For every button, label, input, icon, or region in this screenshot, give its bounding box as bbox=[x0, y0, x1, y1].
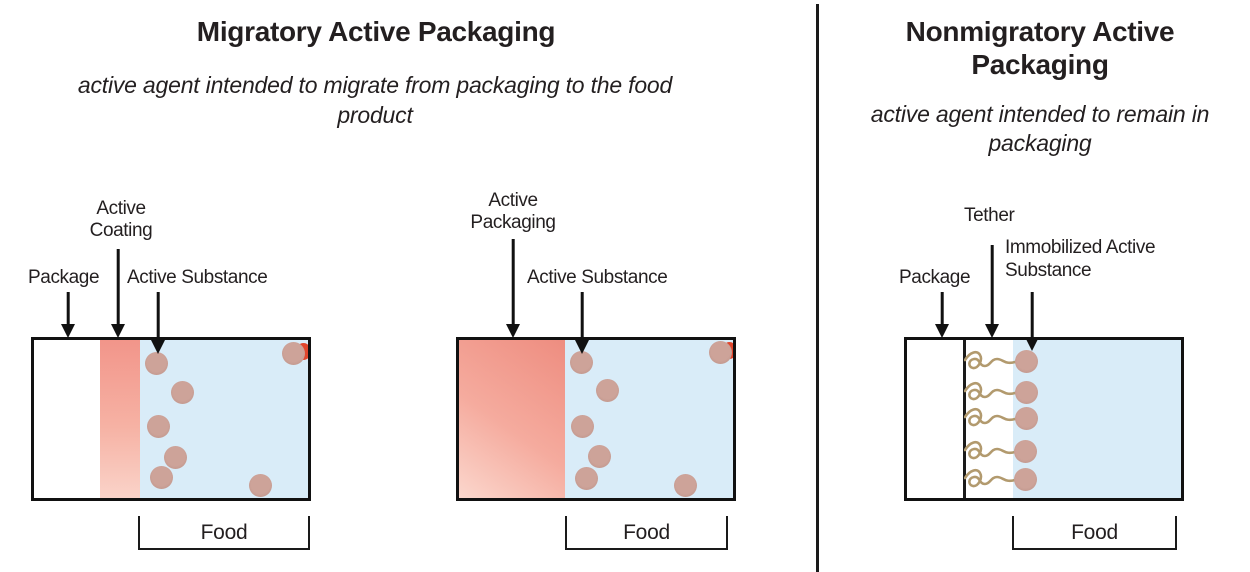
tether-squiggle bbox=[964, 407, 1016, 427]
package-label-1: Package bbox=[28, 267, 100, 288]
immobilized-particle bbox=[1015, 350, 1038, 373]
immobilized-substance-arrow bbox=[1025, 292, 1039, 351]
active-packaging-fill bbox=[459, 340, 565, 498]
immobilized-particle bbox=[1015, 407, 1038, 430]
package-box-1 bbox=[31, 337, 311, 501]
tether-label: Tether bbox=[964, 205, 1015, 226]
active-substance-particle bbox=[571, 415, 594, 438]
section-divider bbox=[816, 4, 819, 572]
immobilized-particle bbox=[1015, 381, 1038, 404]
active-substance-particle bbox=[249, 474, 272, 497]
food-label-1: Food bbox=[200, 521, 248, 544]
active-substance-particle bbox=[709, 341, 732, 364]
active-coating-strip bbox=[100, 340, 140, 498]
package-box-2 bbox=[456, 337, 736, 501]
active-packaging-label: Active Packaging bbox=[470, 190, 556, 233]
active-substance-particle bbox=[596, 379, 619, 402]
active-substance-label-2: Active Substance bbox=[527, 267, 668, 288]
immobilized-particle bbox=[1014, 440, 1037, 463]
active-packaging-arrow bbox=[506, 239, 520, 338]
tether-squiggle bbox=[964, 468, 1016, 488]
tether-squiggle bbox=[964, 440, 1016, 460]
active-substance-particle bbox=[588, 445, 611, 468]
package-arrow-1 bbox=[61, 292, 75, 338]
immobilized-particle bbox=[1014, 468, 1037, 491]
active-substance-particle bbox=[575, 467, 598, 490]
food-label-2: Food bbox=[623, 521, 670, 544]
food-bracket-2: Food bbox=[565, 516, 728, 550]
tether-squiggle bbox=[964, 350, 1016, 370]
package-box-3 bbox=[904, 337, 1184, 501]
food-region-3 bbox=[1013, 340, 1181, 498]
active-substance-arrow-2 bbox=[575, 292, 589, 354]
active-substance-particle bbox=[282, 342, 305, 365]
food-label-3: Food bbox=[1071, 521, 1118, 544]
package-label-3: Package bbox=[899, 267, 971, 288]
active-coating-label: Active Coating bbox=[89, 198, 153, 241]
immobilized-active-substance-label: Immobilized Active Substance bbox=[1005, 237, 1156, 281]
tether-squiggle bbox=[964, 381, 1016, 401]
active-substance-arrow-1 bbox=[151, 292, 165, 354]
package-inner-wall bbox=[963, 340, 966, 498]
food-bracket-1: Food bbox=[138, 516, 310, 550]
active-substance-particle bbox=[150, 466, 173, 489]
active-substance-particle bbox=[164, 446, 187, 469]
left-panel-subtitle: active agent intended to migrate from pa… bbox=[77, 72, 673, 128]
active-substance-particle bbox=[145, 352, 168, 375]
left-panel-title: Migratory Active Packaging bbox=[196, 16, 556, 47]
right-panel-title: Nonmigratory Active Packaging bbox=[905, 16, 1175, 80]
package-arrow-3 bbox=[935, 292, 949, 338]
food-bracket-3: Food bbox=[1012, 516, 1177, 550]
active-substance-particle bbox=[147, 415, 170, 438]
active-coating-arrow bbox=[111, 249, 125, 338]
right-panel-subtitle: active agent intended to remain in packa… bbox=[870, 101, 1210, 156]
active-substance-particle bbox=[674, 474, 697, 497]
active-substance-particle bbox=[570, 351, 593, 374]
tether-arrow bbox=[985, 245, 999, 338]
active-substance-particle bbox=[171, 381, 194, 404]
active-substance-label-1: Active Substance bbox=[127, 267, 268, 288]
